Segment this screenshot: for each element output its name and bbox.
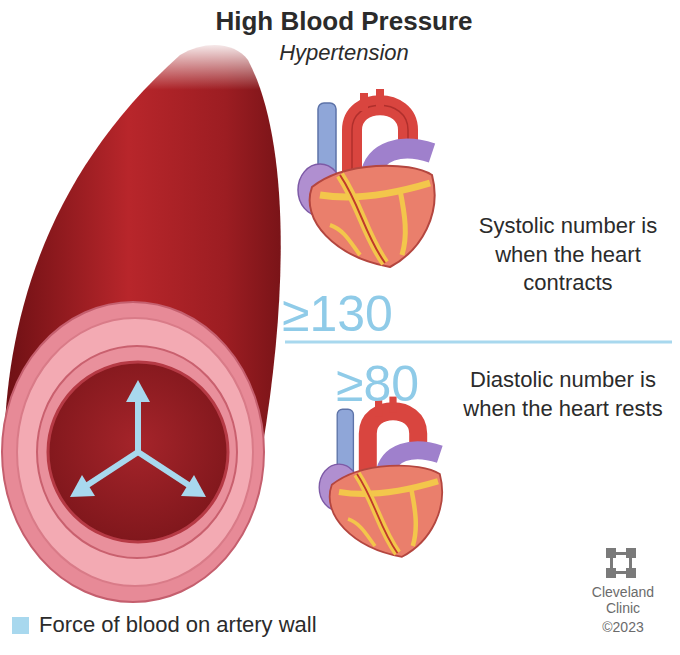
logo-symbol — [606, 548, 636, 578]
systolic-number: ≥130 — [282, 286, 452, 344]
artery-wall-middle — [17, 318, 253, 586]
copyright: ©2023 — [578, 619, 668, 635]
heart-illustration — [298, 89, 435, 267]
diastolic-note: Diastolic number is when the heart rests — [452, 366, 674, 423]
artery — [2, 40, 300, 602]
artery-wall-inner — [37, 346, 237, 558]
force-arrows — [70, 380, 206, 497]
legend: Force of blood on artery wall — [12, 612, 317, 638]
legend-text: Force of blood on artery wall — [39, 612, 317, 638]
artery-wall-outer — [2, 302, 264, 602]
diastolic-number: ≥80 — [336, 356, 466, 414]
heart-illustration — [319, 397, 442, 557]
title: High Blood Pressure — [4, 6, 680, 37]
artery-fade — [100, 40, 300, 90]
systolic-note: Systolic number is when the heart contra… — [462, 212, 674, 298]
subtitle: Hypertension — [4, 40, 680, 65]
legend-swatch — [12, 617, 29, 634]
logo-text: Cleveland Clinic — [578, 584, 668, 616]
artery-lumen — [48, 362, 228, 542]
legend-item: Force of blood on artery wall — [12, 612, 317, 638]
